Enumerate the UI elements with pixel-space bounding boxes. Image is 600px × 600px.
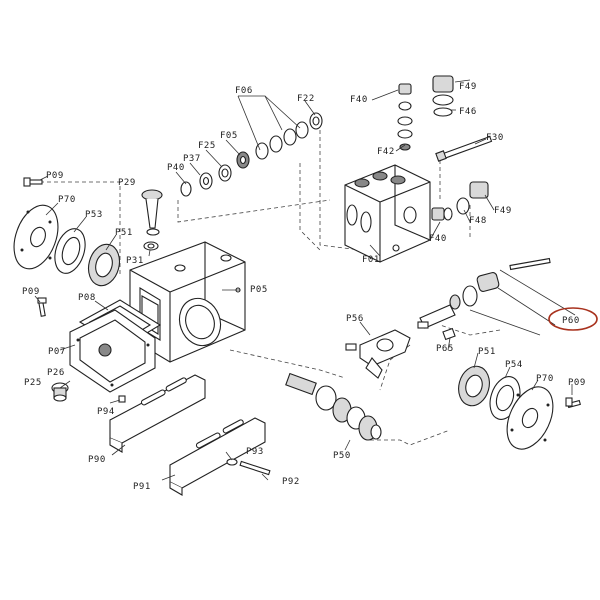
mounting-bracket-p90 [109, 374, 206, 453]
label-f01: F01 [362, 255, 380, 265]
dipstick-p29 [141, 189, 163, 236]
label-p65: P65 [436, 344, 454, 354]
label-p26: P26 [47, 368, 65, 378]
label-p37: P37 [183, 154, 201, 164]
label-p56: P56 [346, 314, 364, 324]
label-p94: P94 [97, 407, 115, 417]
label-p25: P25 [24, 378, 42, 388]
washer-p93 [226, 458, 238, 466]
label-f22: F22 [297, 94, 315, 104]
seal-ring-p53 [54, 228, 86, 274]
seal-stack-f05-f06 [180, 112, 323, 197]
label-p93: P93 [246, 447, 264, 457]
rear-cover-p07 [69, 309, 156, 393]
label-f06: F06 [235, 86, 253, 96]
plug-f48-f49-right [456, 181, 489, 215]
label-p54: P54 [505, 360, 523, 370]
label-f42: F42 [377, 147, 395, 157]
cover-plate-p70-left [13, 204, 59, 270]
assembly-lines [40, 130, 540, 446]
label-p31: P31 [126, 256, 144, 266]
plunger-group-p60 [419, 257, 576, 336]
label-p91: P91 [133, 482, 151, 492]
label-f46: F46 [459, 107, 477, 117]
bearing-p51-right [458, 365, 490, 407]
oil-plug-p25 [51, 382, 69, 402]
valve-f40-bottom [431, 207, 453, 221]
label-p09-top: P09 [46, 171, 64, 181]
label-p50: P50 [333, 451, 351, 461]
p60-highlight-ring [548, 307, 598, 331]
leader-lines [34, 79, 573, 481]
label-p29: P29 [118, 178, 136, 188]
valve-stack-f40 [397, 83, 413, 151]
screw-p94 [118, 395, 126, 403]
f06-leader [237, 95, 301, 151]
label-f48: F48 [469, 216, 487, 226]
label-f49-right: F49 [494, 206, 512, 216]
label-p92: P92 [282, 477, 300, 487]
label-f40-top: F40 [350, 95, 368, 105]
pin-p65 [442, 327, 456, 341]
label-p70-left: P70 [58, 195, 76, 205]
washer-p31 [143, 241, 159, 251]
label-p51-left: P51 [115, 228, 133, 238]
valve-head-f01 [344, 164, 431, 263]
label-p51-right: P51 [478, 347, 496, 357]
label-p70-right: P70 [536, 374, 554, 384]
connecting-rods-p56 [345, 321, 429, 379]
label-p05: P05 [250, 285, 268, 295]
label-p09-right: P09 [568, 378, 586, 388]
label-p53: P53 [85, 210, 103, 220]
screw-p09-right [565, 397, 581, 409]
crankshaft-p50 [285, 372, 382, 441]
label-p40: P40 [167, 163, 185, 173]
screw-p09-left [37, 297, 47, 317]
label-p60: P60 [562, 316, 580, 326]
label-f05: F05 [220, 131, 238, 141]
cover-plate-p70-right [506, 386, 554, 450]
label-f30: F30 [486, 133, 504, 143]
mounting-bracket-p91 [169, 417, 266, 496]
plug-f49-f46 [432, 75, 454, 117]
label-f49-top: F49 [459, 82, 477, 92]
part-labels: F06 F22 F25 F05 P37 P40 P29 P09 P70 P53 … [22, 82, 586, 492]
label-f40-bottom: F40 [429, 234, 447, 244]
bearing-p51-left [87, 243, 121, 287]
bolt-p92 [239, 460, 271, 476]
screw-p09-top [23, 177, 43, 187]
label-f25: F25 [198, 141, 216, 151]
label-p07: P07 [48, 347, 66, 357]
label-p08: P08 [78, 293, 96, 303]
label-p09-left: P09 [22, 287, 40, 297]
label-p90: P90 [88, 455, 106, 465]
